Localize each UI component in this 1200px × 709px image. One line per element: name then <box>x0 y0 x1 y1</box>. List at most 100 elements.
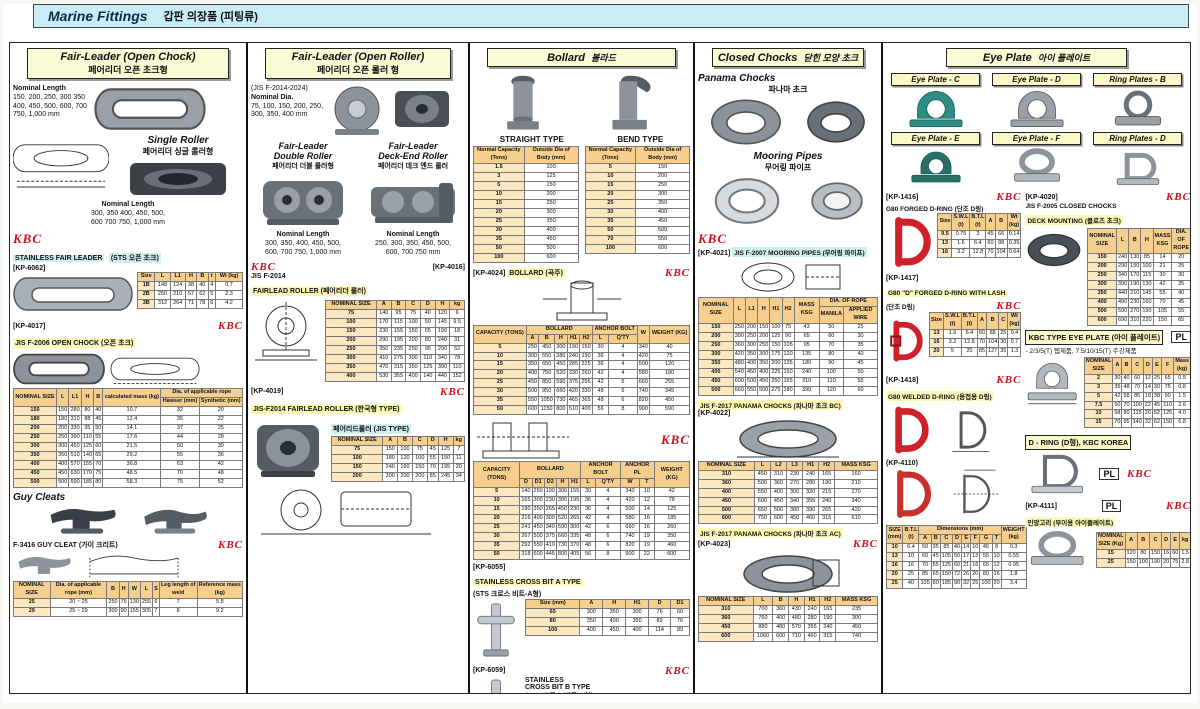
fairlead-roller-kr-drawing <box>261 489 431 535</box>
mooring-pipes-block: Mooring Pipes 무어링 파이프 <box>698 151 878 227</box>
col2-title-box: Fair-Leader (Open Roller) 페어리더 오픈 롤러 형 <box>265 48 451 79</box>
eye-plate-c-image <box>909 90 962 128</box>
kp1416-code: [KP-1416] <box>886 193 919 201</box>
open-roller-photo <box>395 91 450 127</box>
guy-cleats-section: Guy Cleats F-3416 GUY CLEAT (가이 크리트) KBC… <box>13 492 244 617</box>
panama-bc-title: JIS F-2017 PANAMA CHOCKS (파나마 초크 BC) <box>698 399 843 410</box>
panama-chocks-block: Panama Chocks 파나마 초크 <box>698 73 878 147</box>
open-chock-jis-section: [KP-4017] KBC JIS F-2006 OPEN CHOCK (오픈 … <box>13 320 244 488</box>
pl-badge: PL <box>1099 468 1119 481</box>
forged-d-ring-lash-image <box>890 320 923 362</box>
kbc-logo: KBC <box>996 300 1022 312</box>
cross-bit-b-section: [KP-6059] KBC STAINLESS CROSS BIT B TYPE… <box>473 665 690 693</box>
bollard-bend-image <box>612 75 651 130</box>
d-ring-box-section: D - RING (D형), KBC KOREA PL KBC <box>1025 432 1190 496</box>
kp4111-code: [KP-4111] <box>1025 502 1057 510</box>
kbc-logo: KBC <box>852 538 878 551</box>
single-roller-photo <box>130 163 226 195</box>
kp4019-title: JIS-F2014 FAIRLEAD ROLLER (한국형 TYPE) <box>251 403 402 414</box>
kp1418-code: [KP-1418] <box>886 376 919 384</box>
kbc-eye-plate-drawing <box>1028 362 1078 404</box>
col2-title-en: Fair-Leader (Open Roller) <box>291 51 425 63</box>
kbc-logo: KBC <box>13 231 43 247</box>
col4-title-en: Closed Chocks <box>717 52 798 64</box>
kp1417-title-kr: (단조 D링) <box>886 304 915 311</box>
guy-cleat-title: F-3416 GUY CLEAT (가이 크리트) <box>13 541 118 549</box>
cross-bit-b-image <box>491 679 501 693</box>
eye-plate-c-cell: Eye Plate - C <box>886 73 985 130</box>
kp1416-title: G80 FORGED D-RING (단조 D링) <box>886 206 984 213</box>
bollard-straight-image <box>506 75 539 130</box>
bollard-dim-drawing-2 <box>477 422 569 459</box>
sts-fair-leader-title-kr: (STS 오픈 초크) <box>108 253 161 264</box>
mooring-pipe-image-2 <box>810 182 863 220</box>
kp4023-code: [KP-4023] <box>698 540 731 548</box>
eye-plate-f-image <box>1013 148 1060 182</box>
panama-ac-drawing <box>743 555 840 594</box>
col3-title-box: Bollard 볼라드 <box>487 48 676 67</box>
kp6059-title2: CROSS BIT B TYPE <box>525 683 591 691</box>
eye-plate-d-cell: Eye Plate - D <box>987 73 1086 130</box>
d-ring-dim-drawing <box>953 469 999 514</box>
kp4020-section: [KP-4020] KBC JIS F-2005 CLOSED CHOCKS D… <box>1025 191 1190 326</box>
kp6059-title3: (STS 크로스 비트-B형) <box>525 691 690 694</box>
d-ring-box-title: D - RING (D형), KBC KOREA <box>1025 435 1132 451</box>
kp6055-title1: STAINLESS CROSS BIT A TYPE <box>473 578 583 586</box>
col5-title-en: Eye Plate <box>982 52 1032 64</box>
col1-title-box: Fair-Leader (Open Chock) 페어리더 오픈 초크형 <box>27 48 229 79</box>
deck-end-roller-block: Fair-Leader Deck-End Roller 페어리더 데크 엔드 롤… <box>361 141 465 257</box>
straight-type-label: STRAIGHT TYPE <box>499 135 564 144</box>
col1-nominal-length-1: Nominal Length 150, 200, 250, 300 350 40… <box>13 85 87 119</box>
col4-title-kr: 닫힌 모양 초크 <box>803 53 859 63</box>
col1-title-kr: 페어리더 오픈 초크형 <box>88 65 168 75</box>
ring-plate-b-cell: Ring Plates - B <box>1088 73 1187 130</box>
col5-title-box: Eye Plate 아이 플레이트 <box>946 48 1127 67</box>
kp6055-title2: (STS 크로스 비트-A형) <box>473 590 542 598</box>
panama-ac-section: JIS F-2017 PANAMA CHOCKS (파나마 초크 AC) [KP… <box>698 528 878 643</box>
single-roller-title: Single Roller <box>147 135 209 146</box>
sts-fair-leader-section: KBC STAINLESS FAIR LEADER (STS 오픈 초크) [K… <box>13 231 243 316</box>
kp1417-section: [KP-1417] G80 "D" FORGED D-RING WITH LAS… <box>886 275 1022 370</box>
d-ring-plate-drawing <box>1031 455 1084 494</box>
bollard-kp4024-section: [KP-4024] BOLLARD (곡주) KBC CAPACITY (TON… <box>473 267 690 416</box>
d-ring-dimensions-table: SIZE (mm)B.T.L (t)Dimensions (mm)WEIGHT … <box>885 525 1027 589</box>
eye-plate-e-image <box>910 151 961 183</box>
guy-cleat-image-2 <box>144 509 207 534</box>
kbc-logo: KBC <box>1165 191 1190 203</box>
column-closed-chocks: Closed Chocks 닫힌 모양 초크 Panama Chocks 파나마… <box>695 43 883 693</box>
kp4020-title2: DECK MOUNTING (클로즈 초크) <box>1025 215 1123 225</box>
eye-plate-subcolumn: [KP-4020] KBC JIS F-2005 CLOSED CHOCKS D… <box>1025 191 1190 589</box>
kbc-logo: KBC <box>251 261 277 274</box>
kp4110-code: (KP-4110) <box>886 460 918 467</box>
col1-nominal-length-2: Nominal Length 300, 350 400, 450, 500, 6… <box>91 201 165 226</box>
ring-plate-d-cell: Ring Plates - D <box>1088 132 1187 187</box>
page-subtitle: 갑판 의장품 (피팅류) <box>163 11 258 23</box>
double-roller-block: Fair-Leader Double Roller 페어리더 더블 롤러형 No… <box>251 141 355 257</box>
column-bollard: Bollard 볼라드 STRAIGHT TYPE BEND TYPE Norm… <box>470 43 695 693</box>
open-chock-drawing <box>13 144 109 188</box>
kp4020-title1: JIS F-2005 CLOSED CHOCKS <box>1025 203 1117 210</box>
column-eye-plate: Eye Plate 아이 플레이트 Eye Plate - C Eye Plat… <box>883 43 1190 693</box>
bollard-bend-table: Normal Capacity (Tons)Outside Dia of Bod… <box>584 146 691 254</box>
col4-title-box: Closed Chocks 닫힌 모양 초크 <box>712 48 864 67</box>
kbc-logo: KBC <box>439 385 465 398</box>
forged-d-ring-image <box>895 217 931 267</box>
cross-bit-a-image <box>477 603 515 657</box>
col1-title-en: Fair-Leader (Open Chock) <box>60 51 196 63</box>
eye-plate-f-cell: Eye Plate - F <box>987 132 1086 187</box>
open-chock-dim-drawing <box>110 358 200 385</box>
kp4016-title1: JIS F-2014 <box>251 273 286 281</box>
eye-plate-e-cell: Eye Plate - E <box>886 132 985 187</box>
fairlead-roller-kr-section: [KP-4019] KBC JIS-F2014 FAIRLEAD ROLLER … <box>251 385 466 538</box>
kp4021-title: JIS F-2007 MOORING PIPES (무어링 파이프) <box>732 247 867 257</box>
col2-nominal-length-4: Nominal Length 250, 300, 350, 450, 500, … <box>375 231 451 256</box>
